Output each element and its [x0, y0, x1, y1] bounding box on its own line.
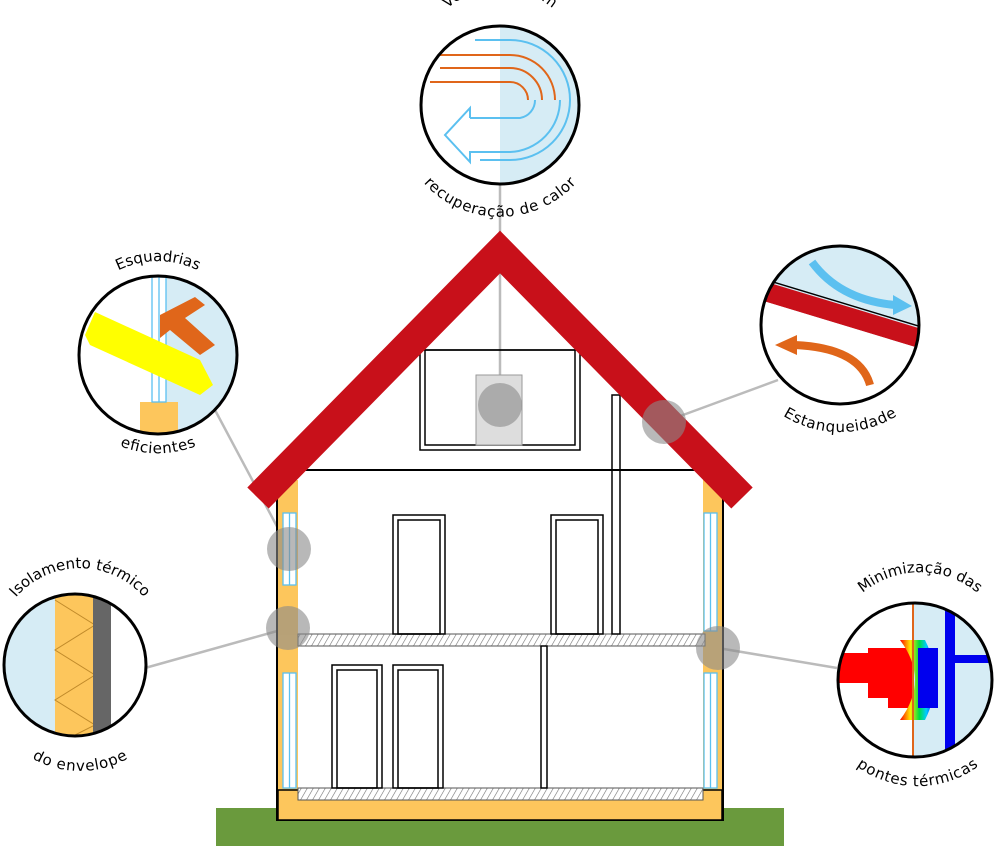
callout-windows: Esquadrias eficientes	[77, 247, 239, 458]
floor-slab	[297, 633, 706, 647]
svg-text:Minimização das: Minimização das	[854, 558, 986, 596]
highlight-markers	[266, 383, 740, 670]
label-bridges-bottom: pontes térmicas	[854, 754, 981, 790]
label-airtightness: Estanqueidade	[781, 404, 899, 436]
svg-text:Esquadrias: Esquadrias	[113, 247, 204, 274]
label-windows-bottom: eficientes	[118, 433, 197, 458]
svg-text:eficientes: eficientes	[118, 433, 197, 458]
label-insulation-bottom: do envelope	[30, 746, 130, 775]
label-ventilation-top: Ventilação com	[439, 0, 561, 12]
label-windows-top: Esquadrias	[113, 247, 204, 274]
callout-airtightness: Estanqueidade	[759, 244, 921, 436]
svg-text:do envelope: do envelope	[30, 746, 130, 775]
svg-text:pontes térmicas: pontes térmicas	[854, 754, 981, 790]
callout-insulation: Isolamento térmico do envelope	[2, 554, 154, 775]
callout-thermal-bridges: Minimização das pontes térmicas	[836, 558, 994, 790]
label-bridges-top: Minimização das	[854, 558, 986, 596]
svg-text:Ventilação com: Ventilação com	[439, 0, 561, 12]
svg-text:Estanqueidade: Estanqueidade	[781, 404, 899, 436]
interior-doors	[331, 349, 621, 789]
